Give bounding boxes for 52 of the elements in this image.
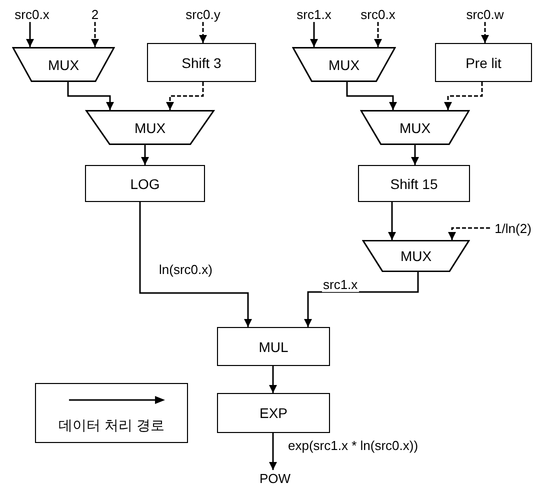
- dashed-arrow: [166, 82, 204, 110]
- mux-trapezoid: [360, 110, 470, 145]
- process-box: [85, 165, 205, 202]
- arrow: [388, 202, 396, 240]
- signal-label: src1.x: [296, 6, 332, 22]
- arrow: [139, 202, 252, 327]
- block-label: LOG: [130, 176, 160, 192]
- signal-label: src0.w: [466, 6, 504, 22]
- signal-label: POW: [259, 471, 291, 486]
- dashed-arrow: [481, 22, 489, 43]
- block-label: EXP: [259, 405, 288, 421]
- block-label: Shift 15: [390, 176, 438, 192]
- process-box: [147, 43, 256, 82]
- signal-label: src0.x: [14, 6, 50, 22]
- mux-trapezoid: [12, 47, 115, 82]
- block-label: MUX: [134, 120, 166, 136]
- arrow: [346, 82, 397, 110]
- edge-label: exp(src1.x * ln(src0.x)): [287, 438, 420, 453]
- arrow: [141, 145, 149, 165]
- edge-label: ln(src0.x): [158, 262, 214, 277]
- dashed-arrow: [199, 22, 207, 43]
- legend-label: 데이터 처리 경로: [58, 417, 166, 435]
- block-label: Shift 3: [182, 54, 222, 70]
- arrow: [67, 82, 114, 110]
- arrow: [310, 22, 318, 47]
- block-label: MUX: [328, 56, 360, 72]
- process-box: [217, 327, 330, 366]
- arrow: [26, 22, 34, 47]
- signal-label: 2: [91, 6, 99, 22]
- mux-trapezoid: [362, 240, 470, 272]
- signal-label: src0.x: [360, 6, 396, 22]
- block-label: MUX: [399, 120, 431, 136]
- edge-label: src1.x: [322, 277, 359, 292]
- dashed-arrow: [91, 22, 99, 47]
- mux-trapezoid: [85, 110, 215, 145]
- process-box: [435, 43, 532, 82]
- dashed-arrow: [448, 227, 490, 240]
- signal-label: src0.y: [186, 6, 220, 22]
- arrow: [269, 433, 277, 470]
- arrow: [411, 145, 419, 165]
- signal-label: 1/ln(2): [494, 220, 532, 236]
- process-box: [217, 393, 330, 433]
- block-label: MUL: [258, 338, 288, 354]
- block-label: MUX: [400, 248, 432, 264]
- block-label: Pre lit: [466, 54, 502, 70]
- mux-trapezoid: [292, 47, 396, 82]
- arrow: [304, 272, 419, 327]
- block-label: MUX: [48, 56, 80, 72]
- arrow: [269, 366, 277, 393]
- process-box: [358, 165, 470, 202]
- dashed-arrow: [374, 22, 382, 47]
- dashed-arrow: [444, 82, 483, 110]
